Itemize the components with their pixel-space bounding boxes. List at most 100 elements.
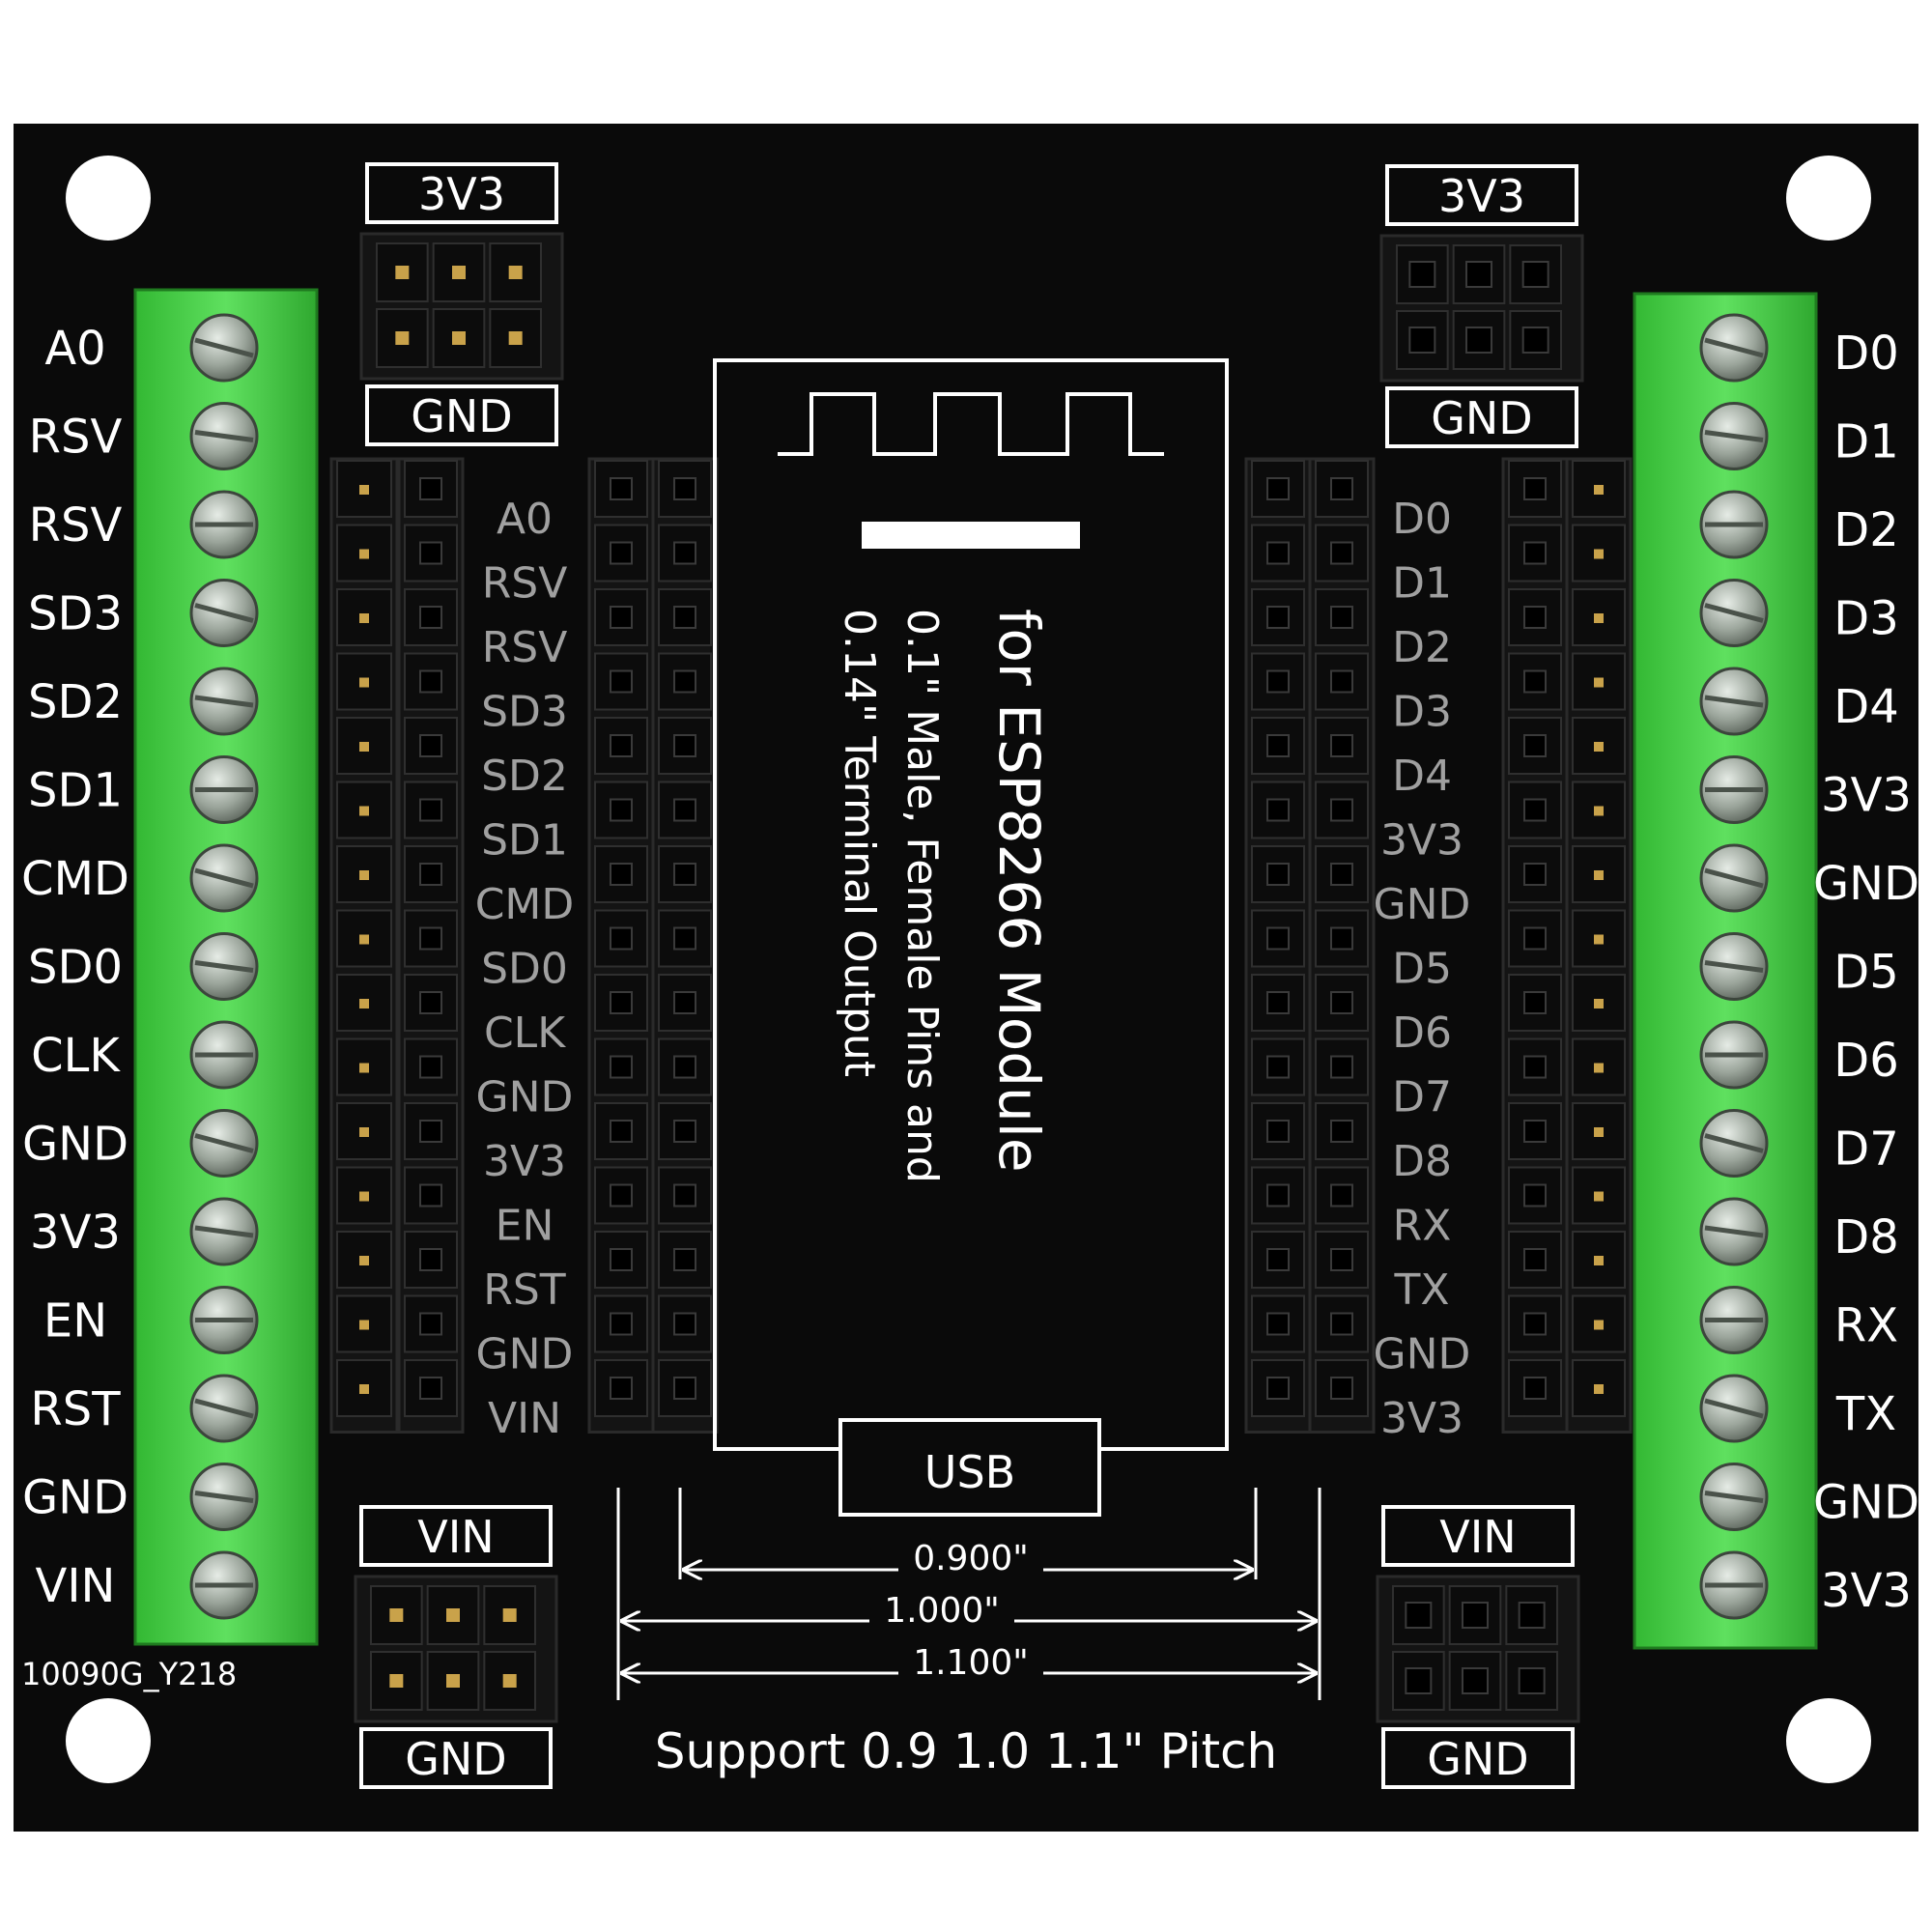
mounting-hole	[1786, 156, 1871, 241]
terminal-screw	[189, 1020, 259, 1090]
dimension-1100: 1.100"	[913, 1643, 1029, 1683]
inner-pin-label: SD2	[481, 752, 568, 801]
pin-label: 3V3	[30, 1206, 121, 1260]
inner-pin-label: SD0	[481, 945, 568, 994]
pin-label: D4	[1833, 680, 1899, 734]
power-header-bottom-label: GND	[405, 1733, 506, 1785]
power-header-bottom_left: VIN GND	[354, 1505, 558, 1789]
terminal-screw	[1699, 1020, 1769, 1090]
terminal-screw	[189, 1197, 259, 1266]
power-header-top-label: VIN	[417, 1511, 494, 1563]
pin-label: CLK	[31, 1029, 121, 1083]
module-marker-bar	[862, 522, 1080, 549]
power-header-top-label: 3V3	[418, 168, 505, 220]
inner-pin-label: CMD	[475, 880, 575, 929]
terminal-screw	[1699, 1374, 1769, 1443]
inner-pin-label: RSV	[482, 623, 568, 672]
power-header-bottom-label: GND	[1431, 392, 1532, 444]
pin-label: RSV	[29, 411, 123, 465]
power-header-bottom-label: GND	[411, 390, 512, 442]
module-title: for ESP8266 Module	[986, 609, 1052, 1173]
power-header-bottom_right: VIN GND	[1376, 1505, 1580, 1789]
terminal-screw	[189, 755, 259, 824]
mounting-hole	[66, 156, 151, 241]
left-screws	[189, 313, 259, 1620]
inner-pin-label: GND	[1374, 1330, 1471, 1379]
pin-label: GND	[1813, 1476, 1919, 1530]
pin-label: SD1	[28, 764, 123, 818]
terminal-screw	[189, 1550, 259, 1620]
pin-label: GND	[22, 1118, 128, 1172]
terminal-screw	[1699, 1286, 1769, 1354]
board-code: 10090G_Y218	[21, 1656, 237, 1692]
pin-label: RST	[30, 1382, 121, 1436]
terminal-screw	[1699, 313, 1769, 383]
terminal-screw	[189, 579, 259, 647]
inner-pin-label: D5	[1392, 945, 1452, 994]
terminal-screw	[189, 313, 259, 383]
inner-pin-label: D8	[1392, 1137, 1452, 1186]
inner-pin-label: 3V3	[483, 1137, 566, 1186]
terminal-screw	[1699, 755, 1769, 824]
inner-left-pin-labels: A0RSVRSVSD3SD2SD1CMDSD0CLKGND3V3ENRSTGND…	[475, 495, 575, 1443]
inner-pin-label: RX	[1393, 1202, 1452, 1251]
power-header-top-label: 3V3	[1438, 170, 1525, 222]
power-header-bottom-label: GND	[1427, 1733, 1528, 1785]
pin-label: D0	[1833, 327, 1899, 381]
pin-label: CMD	[21, 852, 129, 906]
mounting-hole	[66, 1698, 151, 1783]
pitch-note: Support 0.9 1.0 1.1" Pitch	[655, 1723, 1278, 1779]
inner-pin-label: SD1	[481, 816, 568, 866]
terminal-screw	[189, 667, 259, 736]
pin-label: SD2	[28, 675, 123, 729]
pin-label: D8	[1833, 1210, 1899, 1264]
inner-pin-label: 3V3	[1380, 1394, 1463, 1443]
pin-label: D7	[1833, 1122, 1899, 1177]
inner-pin-label: VIN	[488, 1394, 561, 1443]
right-screws	[1699, 313, 1769, 1620]
power-header-top-label: VIN	[1439, 1511, 1516, 1563]
dimension-0900: 0.900"	[913, 1539, 1029, 1578]
pin-label: D5	[1833, 946, 1899, 1000]
inner-pin-label: RSV	[482, 559, 568, 609]
right-header-columns	[1244, 457, 1633, 1434]
mounting-hole	[1786, 1698, 1871, 1783]
pin-label: RX	[1834, 1299, 1898, 1353]
terminal-screw	[1699, 1109, 1769, 1178]
pin-label: D6	[1833, 1034, 1899, 1088]
inner-pin-label: SD3	[481, 688, 568, 737]
terminal-screw	[189, 1109, 259, 1178]
terminal-screw	[189, 402, 259, 470]
antenna-trace	[778, 392, 1164, 456]
inner-pin-label: EN	[496, 1202, 554, 1251]
terminal-screw	[1699, 667, 1769, 736]
pin-label: SD0	[28, 941, 123, 995]
inner-pin-label: GND	[476, 1073, 574, 1122]
terminal-screw	[1699, 1550, 1769, 1620]
pin-label: D3	[1833, 592, 1899, 646]
usb-label: USB	[924, 1446, 1015, 1498]
module-subtitle-1: 0.1" Male, Female Pins and	[897, 609, 947, 1183]
inner-pin-label: GND	[1374, 880, 1471, 929]
terminal-screw	[189, 1286, 259, 1354]
left-header-columns	[329, 457, 719, 1434]
pin-label: A0	[44, 322, 105, 376]
pin-label: EN	[43, 1294, 107, 1349]
pin-label: D2	[1833, 503, 1899, 557]
pin-label: 3V3	[1821, 769, 1912, 823]
terminal-screw	[189, 1374, 259, 1443]
pin-label: D1	[1833, 415, 1899, 469]
terminal-screw	[189, 843, 259, 913]
left-pin-labels: A0RSVRSVSD3SD2SD1CMDSD0CLKGND3V3ENRSTGND…	[21, 322, 129, 1613]
pin-label: GND	[22, 1471, 128, 1525]
terminal-screw	[1699, 490, 1769, 559]
pin-label: GND	[1813, 857, 1919, 911]
pin-label: SD3	[28, 587, 123, 641]
terminal-screw	[1699, 579, 1769, 647]
